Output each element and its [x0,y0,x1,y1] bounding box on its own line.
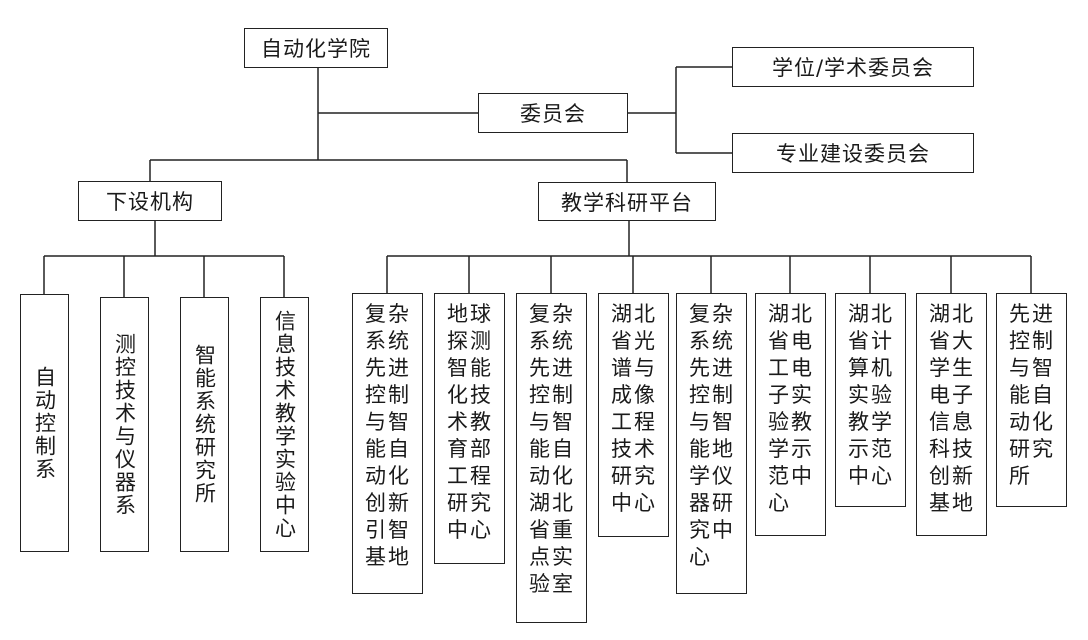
node-platform-label: 湖北省大学生电子信息科技创新基地 [929,302,975,515]
node-committee: 委员会 [478,93,628,133]
node-platform-5: 复杂系统先进控制与智能地学仪器研究中心 [676,293,747,594]
node-platform-1: 复杂系统先进控制与智能自动化创新引智基地 [352,293,423,594]
node-committee-label: 委员会 [520,102,586,126]
node-department-3: 智能系统研究所 [180,297,229,552]
node-root: 自动化学院 [244,28,388,68]
node-departments-label: 下设机构 [106,190,194,214]
node-department-label: 信息技术教学实验中心 [272,309,297,540]
node-platforms: 教学科研平台 [538,182,716,221]
node-department-label: 智能系统研究所 [192,344,217,505]
node-platform-7: 湖北省计算机实验教学示范中心 [835,293,906,507]
node-platform-label: 湖北省光谱与成像工程技术研究中心 [611,302,657,515]
node-platform-2: 地球探测智能化技术教育部工程研究中心 [434,293,505,564]
node-department-label: 测控技术与仪器系 [112,332,137,517]
node-platform-label: 先进控制与智能自动化研究所 [1009,302,1055,488]
node-platform-8: 湖北省大学生电子信息科技创新基地 [916,293,987,536]
node-platforms-label: 教学科研平台 [561,190,693,215]
node-committee-child-label: 学位/学术委员会 [771,56,935,80]
node-platform-label: 复杂系统先进控制与智能自动化湖北省重点实验室 [529,302,575,596]
node-root-label: 自动化学院 [261,37,371,61]
node-platform-label: 复杂系统先进控制与智能自动化创新引智基地 [365,302,411,569]
node-platform-label: 复杂系统先进控制与智能地学仪器研究中心 [689,302,735,569]
node-department-4: 信息技术教学实验中心 [260,297,309,552]
node-platform-label: 湖北省电工电子实验教学示范中心 [768,302,814,515]
node-platform-9: 先进控制与智能自动化研究所 [996,293,1067,507]
node-platform-6: 湖北省电工电子实验教学示范中心 [755,293,826,536]
node-platform-3: 复杂系统先进控制与智能自动化湖北省重点实验室 [516,293,587,623]
node-departments: 下设机构 [78,181,222,221]
node-committee-child-2: 专业建设委员会 [732,133,974,173]
node-committee-child-1: 学位/学术委员会 [732,47,974,87]
node-department-label: 自动控制系 [32,365,57,481]
node-department-1: 自动控制系 [20,294,69,552]
node-platform-label: 湖北省计算机实验教学示范中心 [848,302,894,488]
node-platform-4: 湖北省光谱与成像工程技术研究中心 [598,293,669,537]
node-platform-label: 地球探测智能化技术教育部工程研究中心 [447,302,493,542]
node-committee-child-label: 专业建设委员会 [776,142,930,166]
node-department-2: 测控技术与仪器系 [100,297,149,552]
